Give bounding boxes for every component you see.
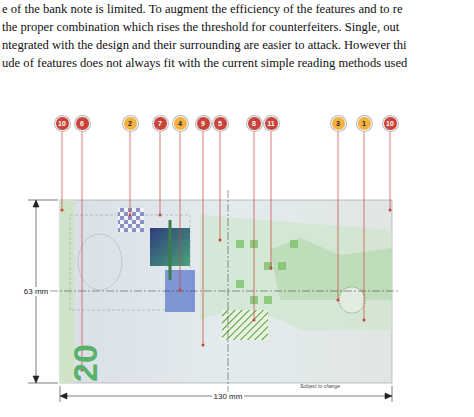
- body-text: ntegrated with the design and their surr…: [2, 38, 407, 52]
- callout-number: 3: [331, 116, 346, 131]
- callout-number: 4: [173, 116, 188, 131]
- callout-number: 5: [213, 116, 228, 131]
- body-text: e of the bank note is limited. To augmen…: [2, 2, 402, 16]
- callout-number: 6: [75, 116, 90, 131]
- callout-number: 7: [153, 116, 168, 131]
- dimension-label: 63 mm: [22, 287, 50, 296]
- callout-number: 8: [247, 116, 262, 131]
- callout-number: 1: [357, 116, 372, 131]
- body-text: ude of features does not always fit with…: [2, 56, 407, 70]
- callout-number: 10: [55, 116, 70, 131]
- denomination: 20: [66, 344, 105, 382]
- callout-number: 9: [196, 116, 211, 131]
- body-text: the proper combination which rises the t…: [2, 20, 399, 34]
- callout-number: 11: [264, 116, 279, 131]
- note-text: Subject to change: [300, 383, 340, 389]
- dimension-label: 130 mm: [212, 392, 245, 401]
- callout-number: 2: [123, 116, 138, 131]
- callout-number: 10: [383, 116, 398, 131]
